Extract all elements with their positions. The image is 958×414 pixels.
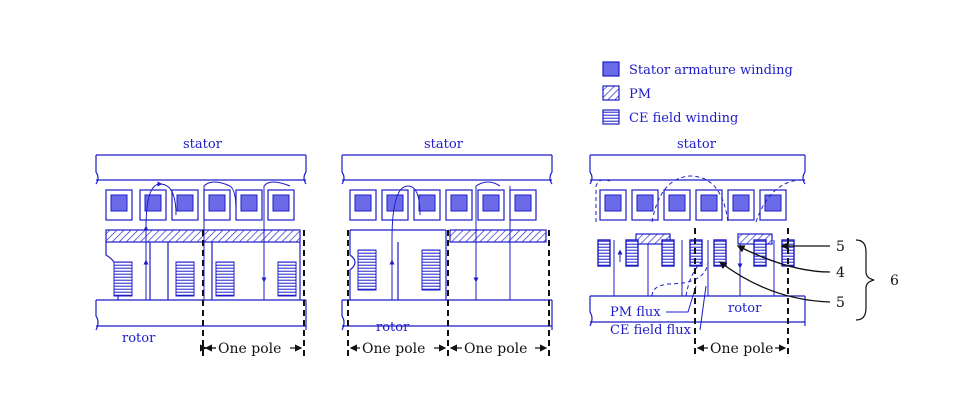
ce-winding-swatch [602, 109, 620, 125]
panel-2-pm [449, 229, 547, 243]
panel-1-pole-label: One pole [218, 341, 281, 357]
panel-3-pm-flux-label: PM flux [610, 305, 661, 320]
legend-stator-winding: Stator armature winding [629, 63, 793, 78]
callout-6: 6 [890, 273, 899, 289]
panel-2-pole-label-1: One pole [362, 341, 425, 357]
panel-2-rotor-label: rotor [376, 320, 410, 335]
panel-3-pole-label: One pole [710, 341, 773, 357]
legend: Stator armature winding PM CE field wind… [602, 61, 793, 126]
panel-1-ce-winding [215, 261, 235, 297]
panel-1-ce-winding [175, 261, 195, 297]
panel-2-stator-windings [349, 189, 537, 221]
legend-pm: PM [629, 87, 651, 102]
panel-1-rotor-label: rotor [122, 331, 156, 346]
callout-5-top: 5 [836, 239, 845, 255]
stator-winding-swatch [602, 61, 620, 77]
panel-3-stator-windings [599, 189, 787, 221]
panel-2-pole-label-2: One pole [464, 341, 527, 357]
panel-1-stator-label: stator [183, 137, 223, 152]
panel-2-ce-winding [421, 249, 441, 291]
callout-5-bottom: 5 [836, 295, 845, 311]
panel-2-stator-label: stator [424, 137, 464, 152]
panel-3-ce-flux-label: CE field flux [610, 323, 692, 338]
panel-2-ce-winding [357, 249, 377, 291]
panel-1-stator-windings [105, 189, 295, 221]
legend-ce-winding: CE field winding [629, 111, 738, 126]
panel-2: stator rotor One p [341, 137, 553, 357]
panel-1-ce-winding [277, 261, 297, 297]
panel-3-pm [635, 233, 671, 245]
panel-1: stator [95, 137, 307, 357]
panel-3-rotor-label: rotor [728, 301, 762, 316]
panel-1-ce-winding [113, 261, 133, 297]
pm-swatch [602, 85, 620, 101]
group-brace [855, 239, 875, 321]
panel-3-stator-label: stator [677, 137, 717, 152]
panel-3: stator [589, 137, 899, 358]
callout-4: 4 [836, 265, 845, 281]
